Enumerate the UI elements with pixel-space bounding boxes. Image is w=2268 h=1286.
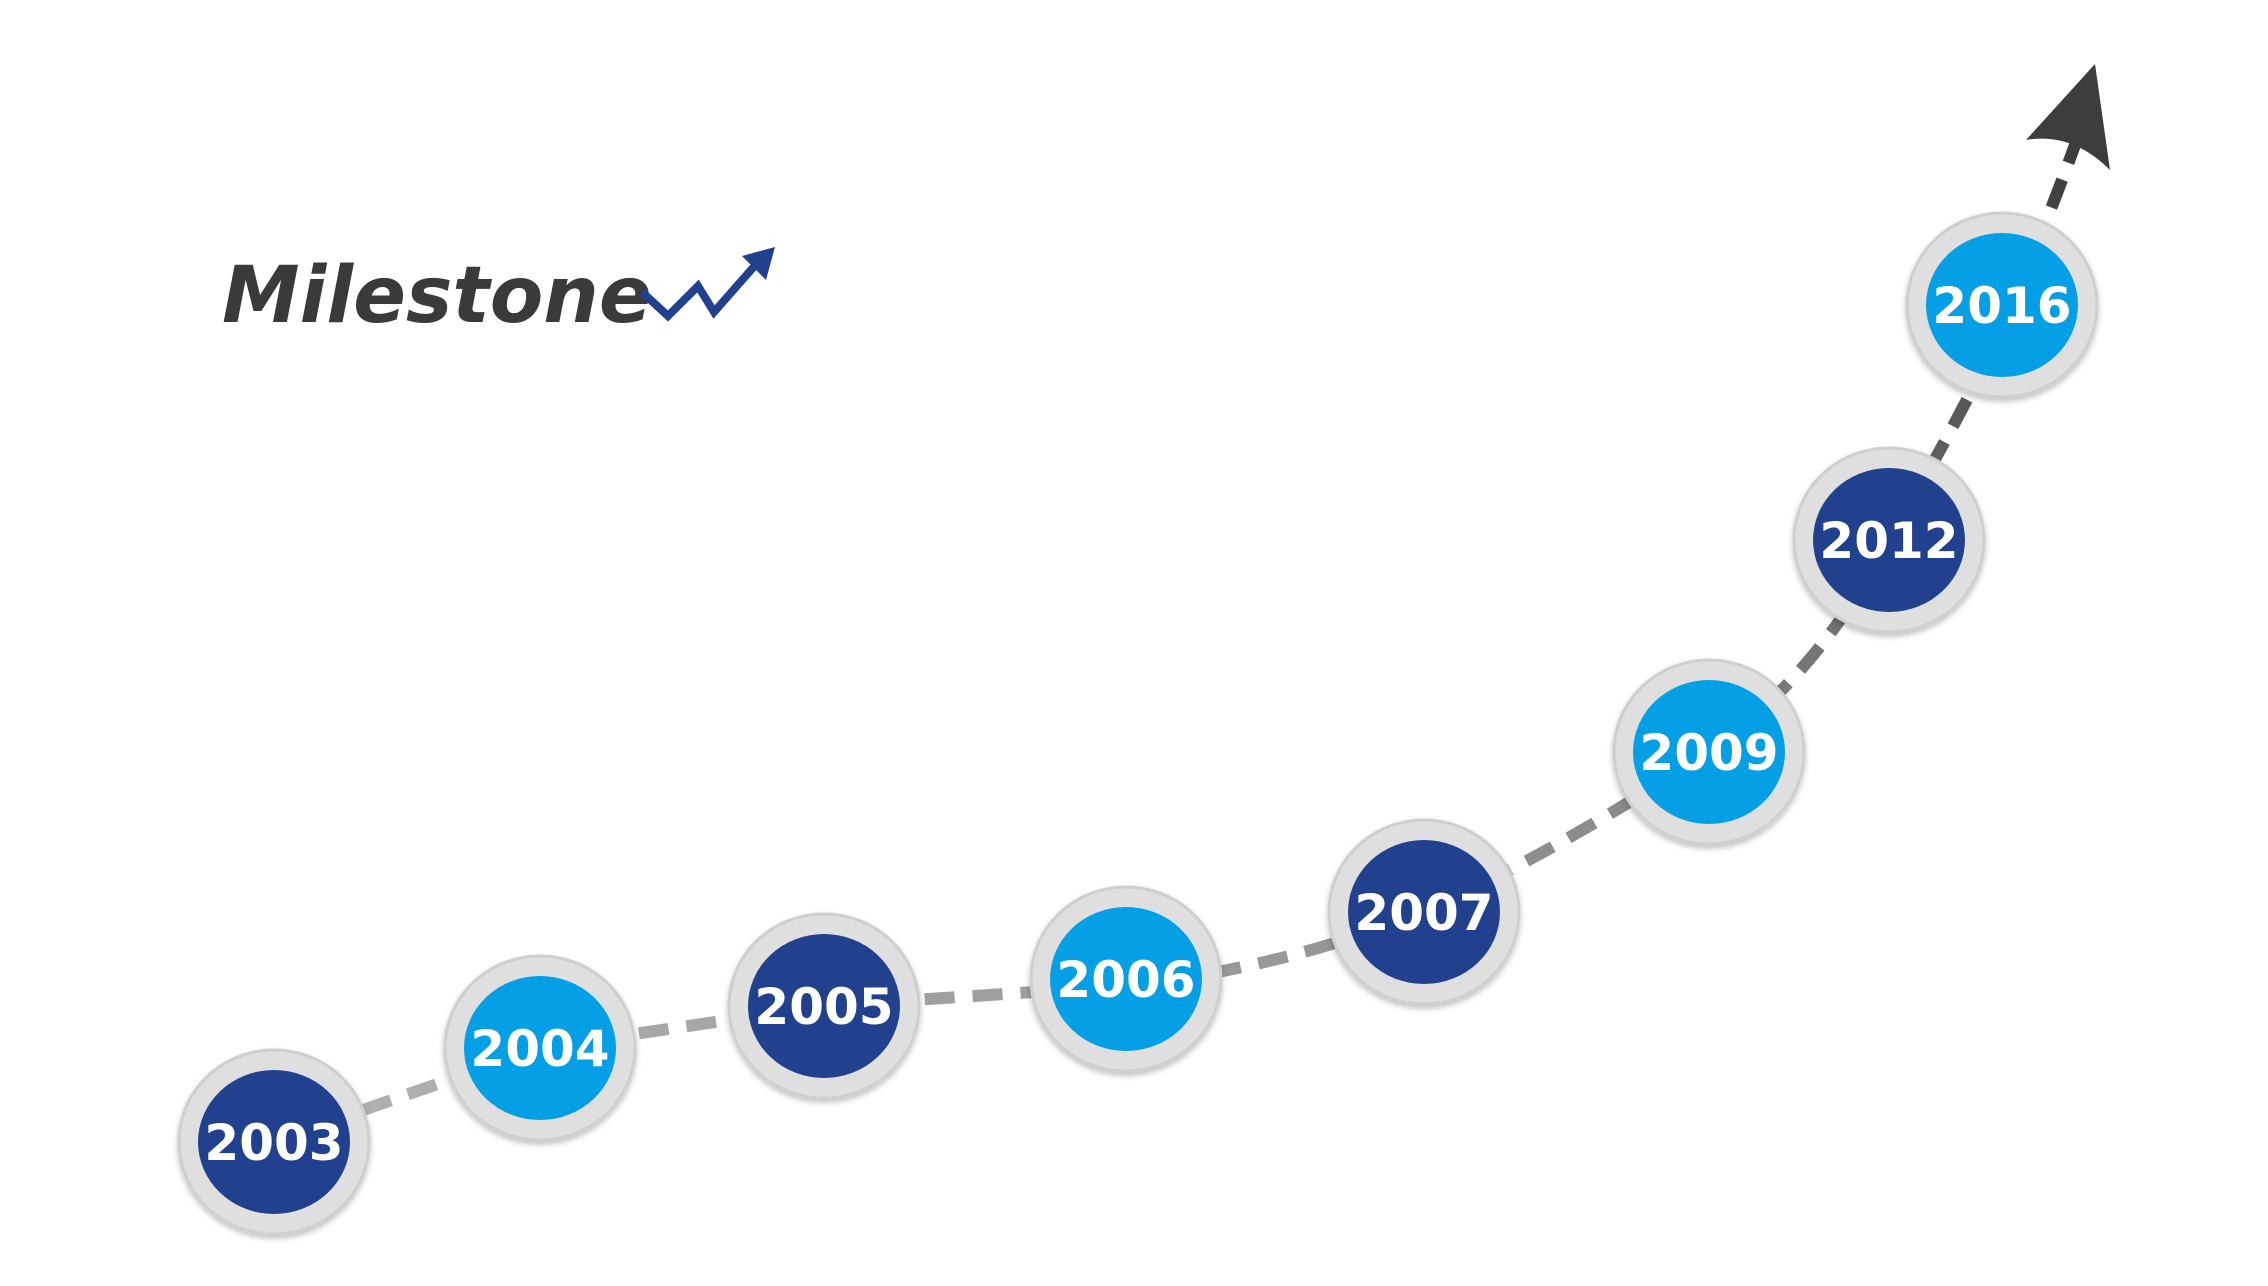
milestone-circle xyxy=(1813,468,1965,612)
page-title: Milestone xyxy=(222,251,652,341)
milestone-node-2006: 2006 xyxy=(1029,885,1223,1073)
milestone-circle xyxy=(1926,233,2078,377)
milestone-node-2009: 2009 xyxy=(1612,658,1806,846)
milestone-year-label: 2004 xyxy=(470,1020,609,1078)
milestone-circle xyxy=(1348,840,1500,984)
milestone-circle xyxy=(464,976,616,1120)
milestone-node-2003: 2003 xyxy=(177,1048,371,1236)
milestone-nodes: 2003 2004 2005 2006 2007 2009 2012 2016 xyxy=(177,211,2099,1236)
trend-up-arrow-icon xyxy=(639,247,775,322)
milestone-node-2012: 2012 xyxy=(1792,446,1986,634)
timeline-dashed-path xyxy=(270,142,2081,1148)
milestone-year-label: 2007 xyxy=(1354,884,1493,942)
milestone-year-label: 2005 xyxy=(754,978,893,1036)
milestone-year-label: 2003 xyxy=(204,1114,343,1172)
milestone-year-label: 2012 xyxy=(1819,512,1958,570)
milestone-circle xyxy=(1633,680,1785,824)
milestone-node-2004: 2004 xyxy=(443,954,637,1142)
milestone-node-2005: 2005 xyxy=(727,912,921,1100)
arrowhead-icon xyxy=(2026,64,2110,170)
milestone-year-label: 2016 xyxy=(1932,277,2071,335)
milestone-node-2007: 2007 xyxy=(1327,818,1521,1006)
milestone-circle xyxy=(1050,907,1202,1051)
milestone-year-label: 2006 xyxy=(1056,951,1195,1009)
milestone-year-label: 2009 xyxy=(1639,724,1778,782)
milestone-circle xyxy=(198,1070,350,1214)
milestone-circle xyxy=(748,934,900,1078)
milestone-node-2016: 2016 xyxy=(1905,211,2099,399)
